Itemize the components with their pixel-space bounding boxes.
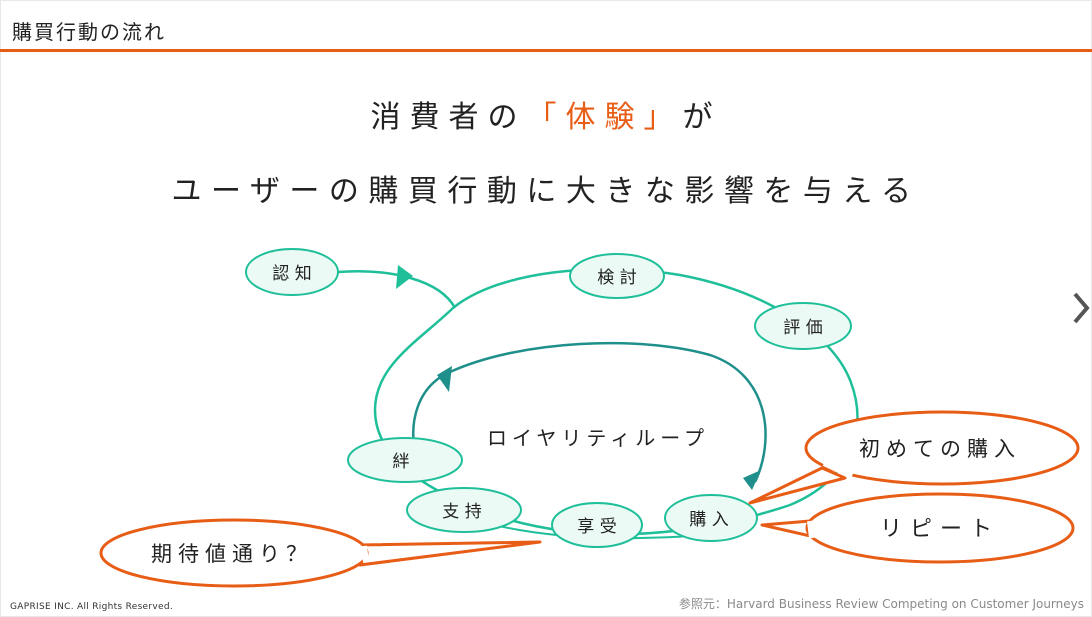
callout-first-purchase-text: 初めての購入 <box>859 437 1021 461</box>
node-purchase: 購 入 <box>664 494 758 542</box>
loyalty-arrowhead-top <box>437 366 452 392</box>
node-evaluation-label: 評 価 <box>783 318 822 338</box>
node-enjoyment: 享 受 <box>551 502 643 548</box>
node-awareness: 認 知 <box>245 248 339 296</box>
headline-accent: 「体験」 <box>526 100 683 135</box>
outer-loop-path <box>373 267 859 536</box>
loyalty-loop-path <box>412 341 767 483</box>
node-bond: 絆 <box>347 437 463 483</box>
reference-text: 参照元：Harvard Business Review Competing on… <box>678 597 1084 611</box>
entry-arc <box>337 270 457 309</box>
node-advocacy: 支 持 <box>406 487 522 533</box>
callout-repeat-text: リピート <box>880 517 1000 542</box>
node-purchase-label: 購 入 <box>689 510 728 530</box>
entry-arrowhead <box>396 265 413 289</box>
headline-line-1-after: が <box>682 100 722 135</box>
loyalty-loop-label: ロイヤリティループ <box>487 426 709 450</box>
callout-expectation: 期待値通り？ <box>99 518 542 588</box>
callout-first-purchase: 初めての購入 <box>748 410 1080 505</box>
title-divider <box>0 49 1092 52</box>
node-consideration: 検 討 <box>569 253 665 299</box>
loyalty-arrowhead-bottom <box>743 470 761 490</box>
node-consideration-label: 検 討 <box>597 268 636 288</box>
node-evaluation: 評 価 <box>754 302 852 350</box>
headline-line-2: ユーザーの購買行動に大きな影響を与える <box>171 174 921 209</box>
headline-line-1: 消費者の「体験」が <box>0 92 1092 136</box>
node-enjoyment-label: 享 受 <box>577 517 616 537</box>
copyright-text: GAPRISE INC. All Rights Reserved. <box>10 602 174 612</box>
slide-title: 購買行動の流れ <box>12 20 166 44</box>
node-awareness-label: 認 知 <box>272 264 311 284</box>
node-advocacy-label: 支 持 <box>442 502 481 522</box>
callout-repeat: リピート <box>760 492 1075 564</box>
chevron-right-icon[interactable] <box>1070 288 1092 328</box>
headline-line-1-before: 消費者の <box>370 100 527 135</box>
node-bond-label: 絆 <box>393 452 410 472</box>
callout-expectation-text: 期待値通り？ <box>151 542 313 566</box>
